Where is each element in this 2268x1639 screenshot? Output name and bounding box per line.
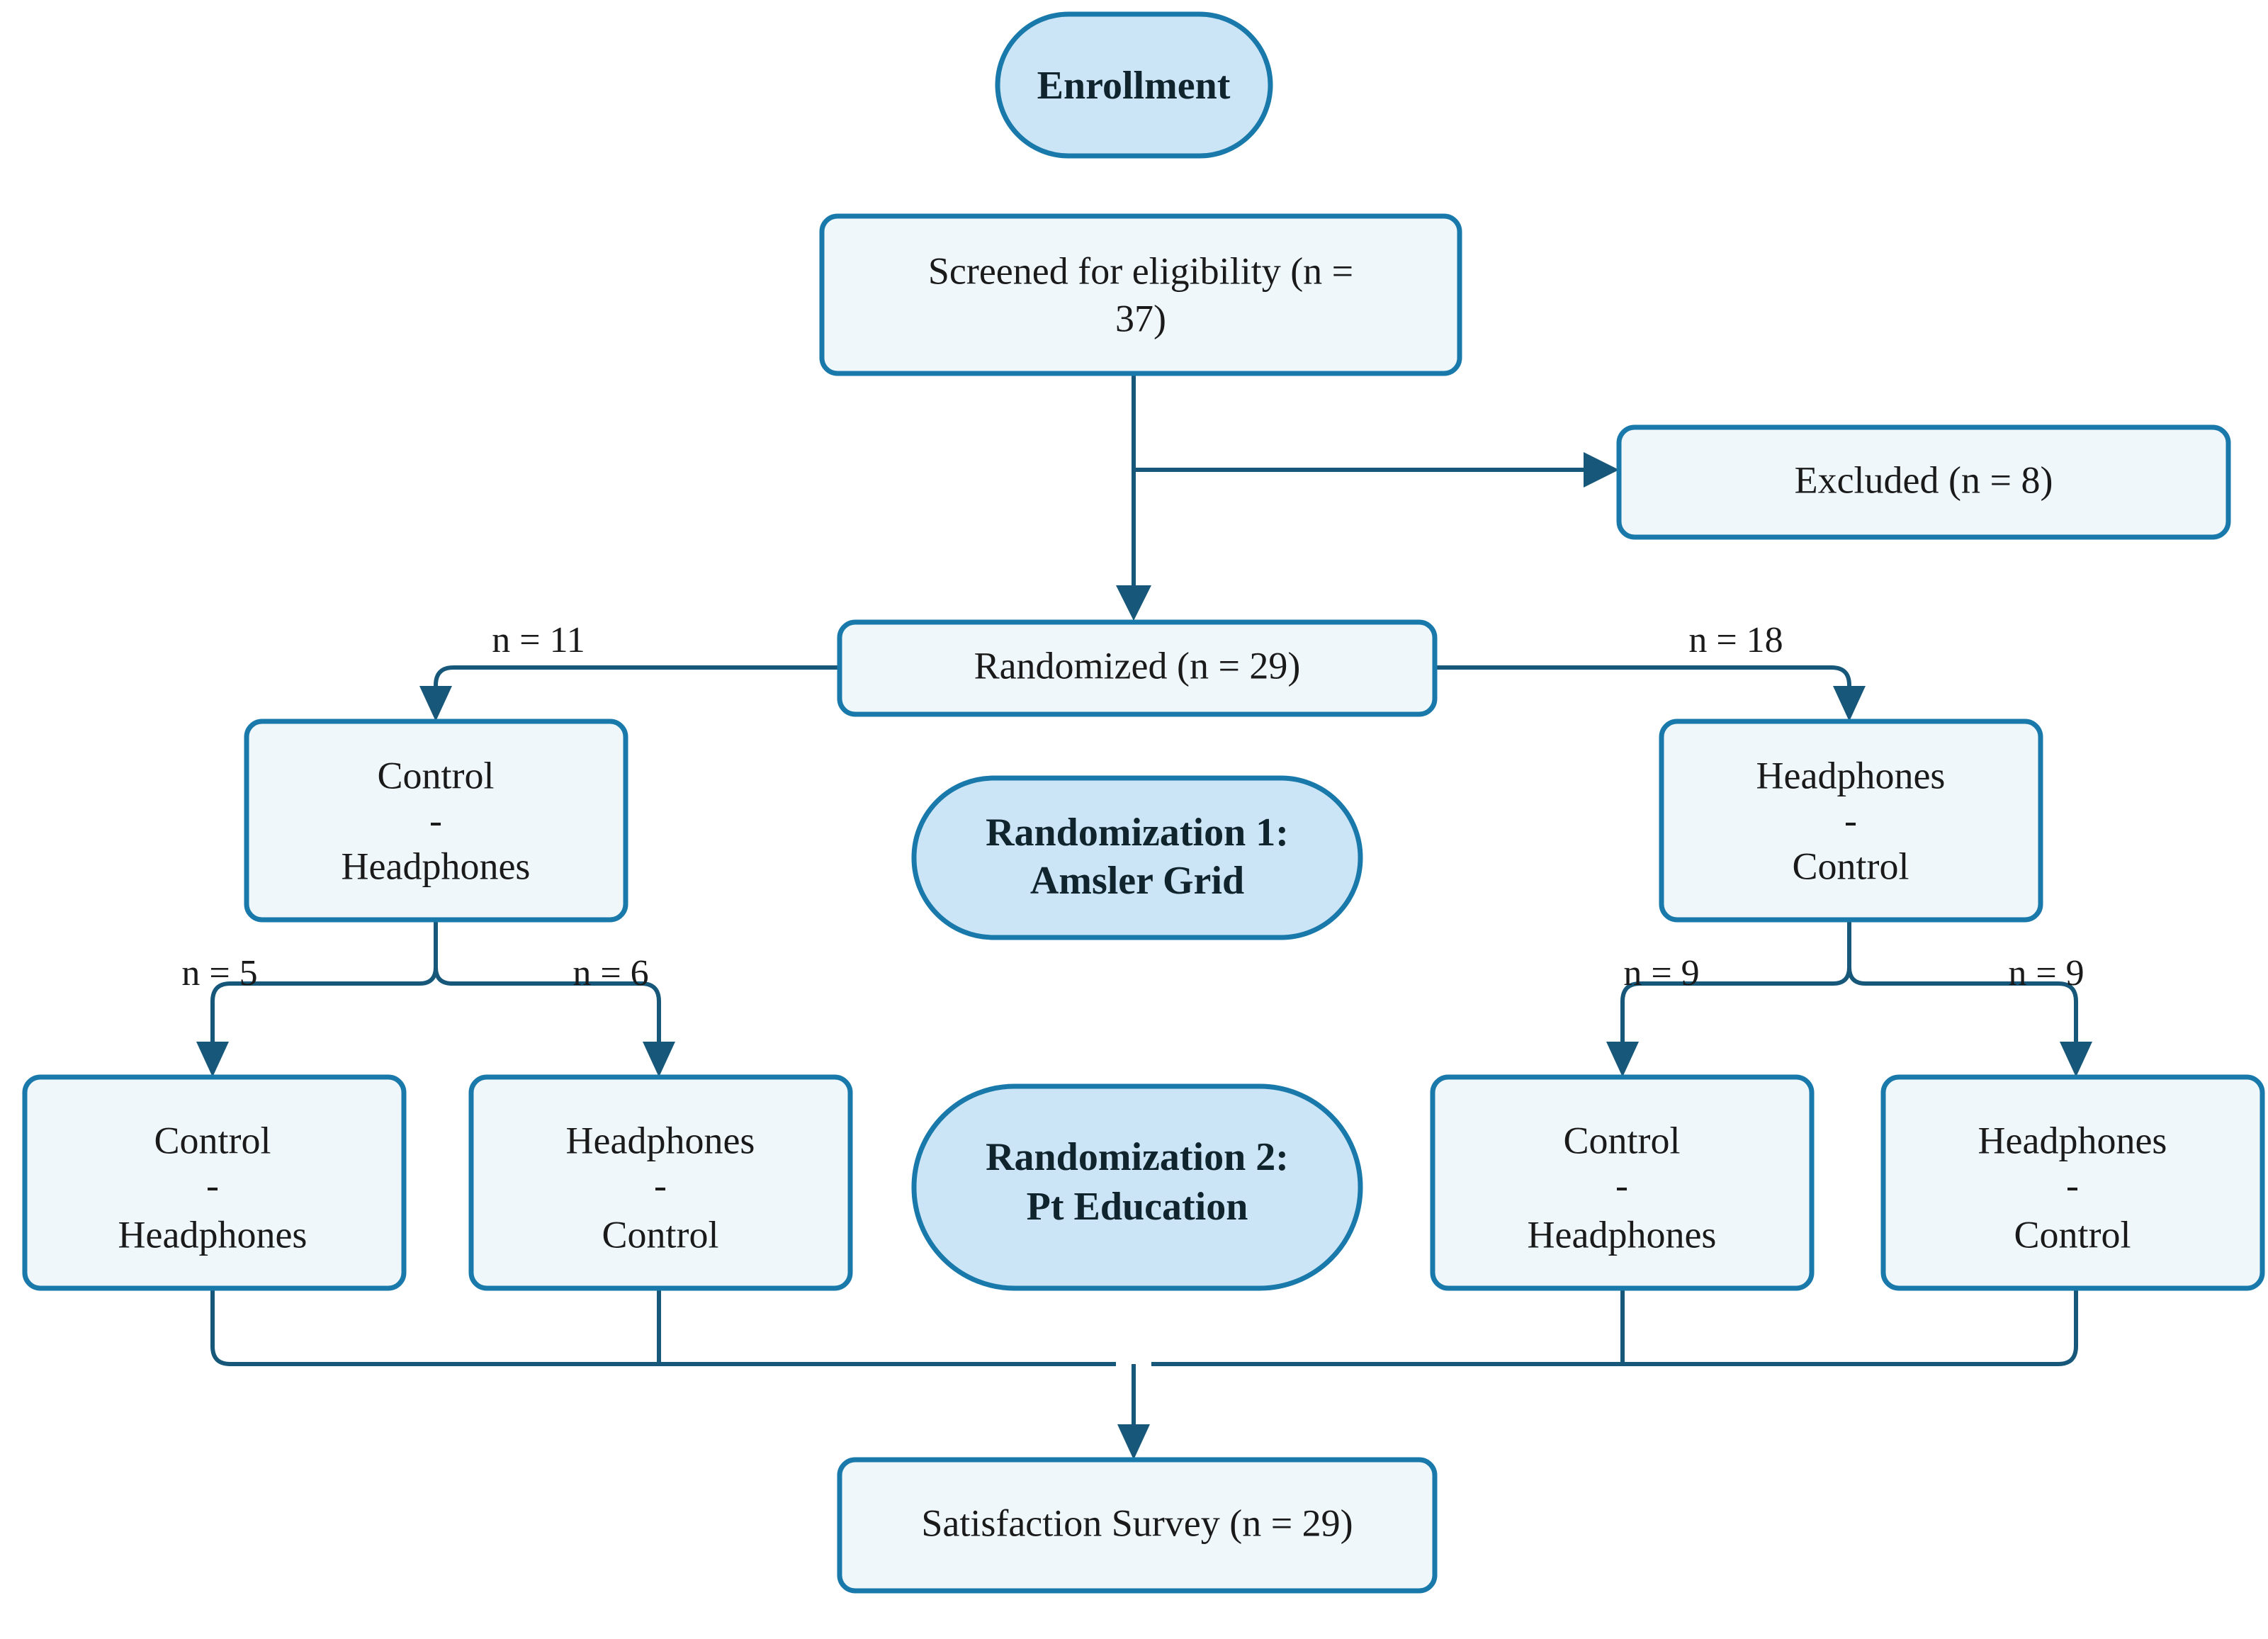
node-satisfaction-survey-label: Satisfaction Survey (n = 29) (921, 1502, 1353, 1544)
node-arm-right-label-line1: Headphones (1756, 754, 1946, 796)
edge-line-right-arm-to-leaf4 (1847, 967, 2078, 1057)
node-leaf-2-shape (468, 1074, 853, 1291)
node-satisfaction-survey[interactable]: Satisfaction Survey (n = 29) (837, 1457, 1438, 1594)
edge-line-left-arm-to-leaf2 (434, 967, 661, 1057)
node-enrollment[interactable]: Enrollment (995, 11, 1273, 159)
edge-leaves-to-survey (210, 1288, 2078, 1460)
edge-line-leaf4-to-bus (1151, 1288, 2078, 1366)
edge-line-right-arm (1435, 665, 1851, 702)
node-leaf-4-label-line1: Headphones (1978, 1119, 2167, 1161)
node-excluded-shape (1616, 424, 2231, 540)
edge-line-right-arm-to-leaf3 (1620, 967, 1851, 1057)
arrowhead-into-leaf4 (2060, 1042, 2092, 1077)
node-screened-shape (819, 213, 1462, 376)
node-arm-left-label-line2: - (429, 799, 442, 841)
node-arm-left-shape (244, 719, 628, 923)
node-leaf-1-label-line1: Control (154, 1119, 271, 1161)
node-randomization-2-label-line1: Randomization 2: (986, 1135, 1289, 1179)
node-leaf-3-label-line1: Control (1563, 1119, 1680, 1161)
node-leaf-4-label-line3: Control (2014, 1213, 2131, 1256)
arrowhead-into-randomized (1116, 585, 1151, 621)
edge-label-randomized-to-right-arm: n = 18 (1688, 620, 1783, 660)
node-arm-left-label-line3: Headphones (342, 845, 531, 887)
edge-label-right-to-leaf3: n = 9 (1623, 953, 1699, 993)
edge-right-arm-split (1606, 920, 2092, 1077)
node-leaf-1-label-line3: Headphones (118, 1213, 308, 1256)
node-randomization-1-shape (911, 775, 1363, 940)
edge-line-left-arm-to-leaf1 (210, 967, 438, 1057)
node-leaf-2-label-line3: Control (602, 1213, 718, 1256)
node-excluded-label: Excluded (n = 8) (1795, 458, 2053, 501)
node-leaf-1-label-line2: - (206, 1164, 219, 1206)
node-leaf-3-shape (1430, 1074, 1815, 1291)
edge-screened-to-excluded (1134, 452, 1619, 488)
edge-line-leaf1-to-bus (210, 1288, 1116, 1366)
node-leaf-4-label-line2: - (2066, 1164, 2079, 1206)
arrowhead-into-leaf3 (1606, 1042, 1639, 1077)
edge-screened-to-randomized (1116, 373, 1151, 621)
node-arm-right-label-line2: - (1844, 799, 1857, 841)
node-leaf-1[interactable]: Control - Headphones (22, 1074, 407, 1291)
arrowhead-into-survey (1117, 1424, 1150, 1460)
node-randomization-1[interactable]: Randomization 1: Amsler Grid (911, 775, 1363, 940)
edge-label-left-to-leaf2: n = 6 (572, 953, 648, 993)
node-arm-left-label-line1: Control (377, 754, 494, 796)
node-arm-right-shape (1659, 719, 2043, 923)
node-randomized[interactable]: Randomized (n = 29) (837, 619, 1438, 717)
edge-label-left-to-leaf1: n = 5 (181, 953, 257, 993)
edge-left-arm-split (196, 920, 675, 1077)
node-arm-left[interactable]: Control - Headphones (244, 719, 628, 923)
node-leaf-2-label-line2: - (654, 1164, 667, 1206)
arrowhead-into-leaf2 (643, 1042, 675, 1077)
node-leaf-1-shape (22, 1074, 407, 1291)
node-randomization-2[interactable]: Randomization 2: Pt Education (911, 1083, 1363, 1291)
edge-randomized-to-left-arm (419, 665, 840, 721)
node-excluded[interactable]: Excluded (n = 8) (1616, 424, 2231, 540)
node-randomization-2-label-line2: Pt Education (1027, 1185, 1248, 1229)
node-leaf-4[interactable]: Headphones - Control (1880, 1074, 2265, 1291)
node-randomized-shape (837, 619, 1438, 717)
node-arm-right[interactable]: Headphones - Control (1659, 719, 2043, 923)
node-enrollment-shape (995, 11, 1273, 159)
arrowhead-into-excluded (1584, 452, 1619, 488)
node-screened-label-line2: 37) (1115, 297, 1166, 339)
edge-randomized-to-right-arm (1435, 665, 1866, 721)
node-leaf-2[interactable]: Headphones - Control (468, 1074, 853, 1291)
node-enrollment-label: Enrollment (1037, 64, 1231, 108)
node-screened-label-line1: Screened for eligibility (n = (928, 249, 1353, 292)
node-leaf-4-shape (1880, 1074, 2265, 1291)
node-randomized-label: Randomized (n = 29) (974, 644, 1301, 687)
node-leaf-3-label-line3: Headphones (1528, 1213, 1717, 1256)
edge-line-left-arm (434, 665, 840, 702)
arrowhead-into-right-arm (1833, 686, 1866, 721)
node-randomization-1-label-line1: Randomization 1: (986, 811, 1289, 855)
node-leaf-3[interactable]: Control - Headphones (1430, 1074, 1815, 1291)
arrowhead-into-leaf1 (196, 1042, 229, 1077)
edge-label-randomized-to-left-arm: n = 11 (492, 620, 585, 660)
node-arm-right-label-line3: Control (1792, 845, 1909, 887)
node-randomization-2-shape (911, 1083, 1363, 1291)
arrowhead-into-left-arm (419, 686, 452, 721)
node-randomization-1-label-line2: Amsler Grid (1030, 859, 1244, 903)
node-satisfaction-survey-shape (837, 1457, 1438, 1594)
node-leaf-3-label-line2: - (1615, 1164, 1628, 1206)
node-leaf-2-label-line1: Headphones (566, 1119, 755, 1161)
edge-label-right-to-leaf4: n = 9 (2008, 953, 2084, 993)
node-screened[interactable]: Screened for eligibility (n = 37) (819, 213, 1462, 376)
